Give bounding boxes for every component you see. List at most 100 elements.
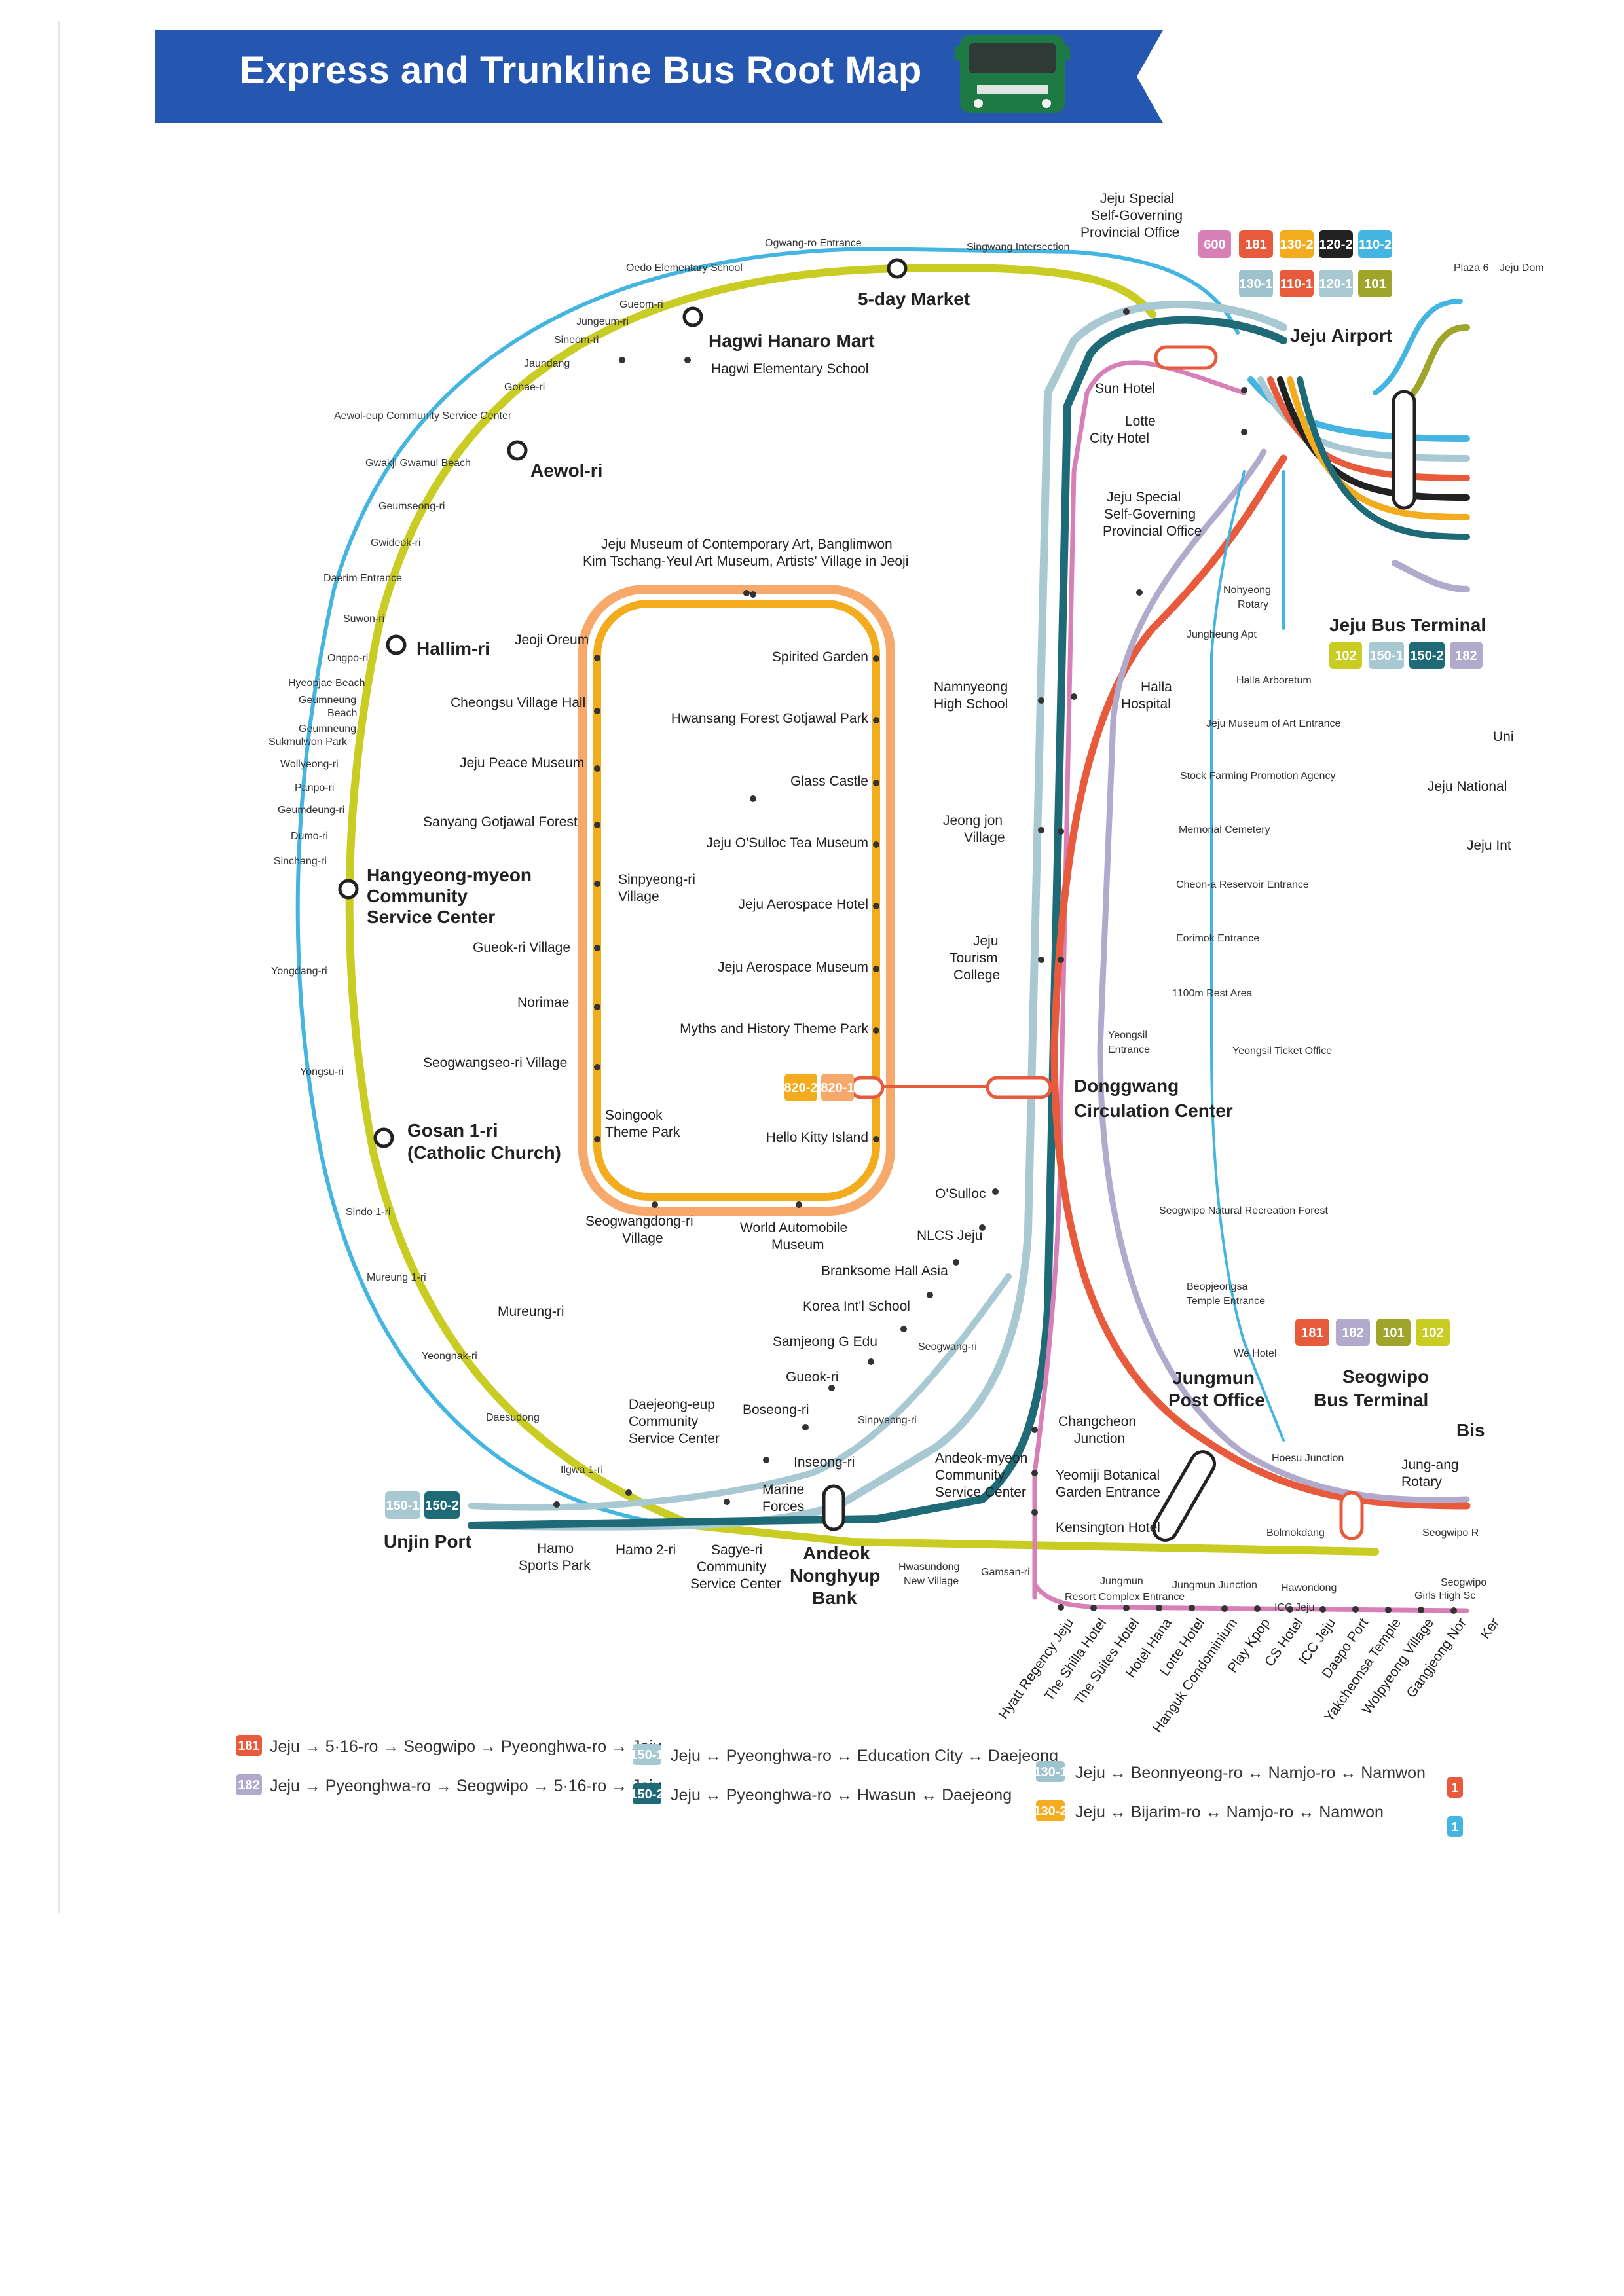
svg-text:Sports Park: Sports Park xyxy=(519,1558,591,1573)
svg-text:1: 1 xyxy=(1451,1820,1458,1834)
svg-text:Rotary: Rotary xyxy=(1401,1474,1442,1489)
svg-text:Sinpyeong-ri: Sinpyeong-ri xyxy=(618,872,695,887)
svg-text:Plaza 6: Plaza 6 xyxy=(1454,263,1488,274)
svg-text:182: 182 xyxy=(1342,1326,1363,1340)
svg-text:Jeju ↔ Pyeonghwa-ro ↔ Hwasun ↔: Jeju ↔ Pyeonghwa-ro ↔ Hwasun ↔ Daejeong xyxy=(671,1786,1012,1804)
svg-text:181: 181 xyxy=(1301,1326,1323,1340)
svg-text:Jeju Peace Museum: Jeju Peace Museum xyxy=(460,756,584,771)
svg-text:Daejeong-eup: Daejeong-eup xyxy=(629,1397,715,1412)
station-jeju-airport xyxy=(1156,347,1216,368)
station-5day-market xyxy=(889,260,906,277)
svg-text:120-2: 120-2 xyxy=(1319,238,1352,252)
svg-text:Yongdang-ri: Yongdang-ri xyxy=(271,966,327,977)
svg-text:Nohyeong: Nohyeong xyxy=(1223,585,1271,596)
svg-text:Lotte: Lotte xyxy=(1125,414,1156,429)
svg-text:Jeju ↔ Bijarim-ro ↔ Namjo-ro ↔: Jeju ↔ Bijarim-ro ↔ Namjo-ro ↔ Namwon xyxy=(1075,1803,1384,1821)
svg-text:Branksome Hall Asia: Branksome Hall Asia xyxy=(821,1264,948,1279)
mid-labels: Jeju Special Self-Governing Provincial O… xyxy=(498,191,1202,1592)
svg-text:Spirited Garden: Spirited Garden xyxy=(772,649,868,665)
svg-text:Geumneung: Geumneung xyxy=(299,695,356,706)
svg-text:High School: High School xyxy=(934,697,1008,712)
svg-text:Jeju → Pyeonghwa-ro → Seogwipo: Jeju → Pyeonghwa-ro → Seogwipo → 5·16-ro… xyxy=(270,1777,662,1795)
svg-text:Bank: Bank xyxy=(812,1588,857,1608)
svg-text:150-1: 150-1 xyxy=(1369,649,1403,663)
svg-text:Hamo 2-ri: Hamo 2-ri xyxy=(616,1542,676,1558)
label-hangyeong: Hangyeong-myeon xyxy=(367,865,532,885)
svg-text:Inseong-ri: Inseong-ri xyxy=(794,1455,855,1470)
svg-text:Jeju Special: Jeju Special xyxy=(1100,191,1174,206)
label-hagwi-mart: Hagwi Hanaro Mart xyxy=(709,331,875,351)
svg-text:Seogwipo: Seogwipo xyxy=(1441,1577,1486,1588)
svg-text:820-2: 820-2 xyxy=(784,1081,817,1095)
svg-text:Village: Village xyxy=(964,830,1005,845)
svg-text:Community: Community xyxy=(629,1414,699,1429)
label-jeju-airport: Jeju Airport xyxy=(1290,325,1392,346)
svg-text:Stock Farming Promotion Agency: Stock Farming Promotion Agency xyxy=(1180,771,1335,782)
svg-text:Museum: Museum xyxy=(771,1237,824,1252)
svg-text:Yongsu-ri: Yongsu-ri xyxy=(300,1066,344,1078)
svg-text:Garden Entrance: Garden Entrance xyxy=(1056,1485,1160,1500)
svg-text:Ilgwa 1-ri: Ilgwa 1-ri xyxy=(561,1465,603,1476)
svg-text:Theme Park: Theme Park xyxy=(605,1125,680,1140)
station-aewol xyxy=(509,442,526,459)
svg-text:Korea Int'l School: Korea Int'l School xyxy=(803,1299,910,1314)
svg-text:Yeongsil Ticket Office: Yeongsil Ticket Office xyxy=(1232,1046,1332,1057)
svg-text:Gueom-ri: Gueom-ri xyxy=(619,299,663,310)
label-andeok: Andeok xyxy=(803,1543,870,1563)
svg-text:Hwansang Forest Gotjawal Park: Hwansang Forest Gotjawal Park xyxy=(671,711,869,726)
svg-text:Bolmokdang: Bolmokdang xyxy=(1266,1527,1325,1539)
svg-text:Seogwangseo-ri Village: Seogwangseo-ri Village xyxy=(423,1055,567,1070)
label-hallim: Hallim-ri xyxy=(416,638,490,659)
svg-text:Hwasundong: Hwasundong xyxy=(898,1561,959,1573)
label-jeju-bus-terminal: Jeju Bus Terminal xyxy=(1329,615,1486,635)
svg-text:Provincial Office: Provincial Office xyxy=(1103,524,1202,539)
station-hagwi-mart xyxy=(684,308,701,325)
svg-text:Jeju → 5·16-ro → Seogwipo → Py: Jeju → 5·16-ro → Seogwipo → Pyeonghwa-ro… xyxy=(270,1738,662,1756)
svg-text:Hawondong: Hawondong xyxy=(1281,1582,1337,1594)
svg-text:Wollyeong-ri: Wollyeong-ri xyxy=(280,759,339,770)
svg-text:We Hotel: We Hotel xyxy=(1234,1348,1277,1359)
svg-text:182: 182 xyxy=(1455,649,1477,663)
svg-text:Sineom-ri: Sineom-ri xyxy=(554,335,599,346)
svg-text:Sinpyeong-ri: Sinpyeong-ri xyxy=(858,1415,917,1426)
svg-text:Jaundang: Jaundang xyxy=(524,358,570,369)
station-hello-kitty xyxy=(851,1078,883,1097)
svg-text:O'Sulloc: O'Sulloc xyxy=(935,1186,986,1201)
svg-text:Glass Castle: Glass Castle xyxy=(790,774,868,789)
svg-text:150-1: 150-1 xyxy=(630,1748,663,1762)
svg-text:Jung-ang: Jung-ang xyxy=(1401,1457,1459,1472)
svg-text:Gwakji Gwamul Beach: Gwakji Gwamul Beach xyxy=(365,458,471,469)
svg-text:Jeju Int: Jeju Int xyxy=(1467,838,1511,853)
label-5day-market: 5-day Market xyxy=(858,289,970,309)
svg-text:Eorimok Entrance: Eorimok Entrance xyxy=(1176,933,1259,944)
svg-text:Community: Community xyxy=(367,886,468,906)
svg-text:182: 182 xyxy=(238,1778,259,1793)
svg-text:Jeju O'Sulloc Tea Museum: Jeju O'Sulloc Tea Museum xyxy=(706,835,868,850)
label-gosan: Gosan 1-ri xyxy=(407,1120,498,1140)
svg-text:Jeju ↔ Beonnyeong-ro ↔ Namjo-r: Jeju ↔ Beonnyeong-ro ↔ Namjo-ro ↔ Namwon xyxy=(1075,1764,1426,1782)
svg-text:110-2: 110-2 xyxy=(1359,238,1392,252)
svg-text:Seogwangdong-ri: Seogwangdong-ri xyxy=(585,1214,693,1229)
station-seogwipo xyxy=(1341,1493,1362,1539)
svg-text:Circulation Center: Circulation Center xyxy=(1074,1101,1233,1121)
svg-text:Changcheon: Changcheon xyxy=(1058,1414,1136,1429)
svg-text:101: 101 xyxy=(1364,277,1386,291)
svg-text:Yeongnak-ri: Yeongnak-ri xyxy=(422,1351,477,1362)
svg-text:130-2: 130-2 xyxy=(1033,1804,1067,1819)
svg-text:Soingook: Soingook xyxy=(605,1108,663,1123)
svg-text:1: 1 xyxy=(1451,1781,1458,1795)
svg-text:Gueok-ri Village: Gueok-ri Village xyxy=(473,940,570,955)
svg-text:Jungmun Junction: Jungmun Junction xyxy=(1172,1580,1257,1591)
svg-text:Yeomiji Botanical: Yeomiji Botanical xyxy=(1056,1468,1160,1483)
station-hallim xyxy=(388,636,405,653)
svg-text:Hoesu Junction: Hoesu Junction xyxy=(1272,1453,1344,1464)
svg-text:Sun Hotel: Sun Hotel xyxy=(1095,381,1155,396)
svg-text:Jeju ↔ Pyeonghwa-ro ↔ Educatio: Jeju ↔ Pyeonghwa-ro ↔ Education City ↔ D… xyxy=(671,1747,1058,1765)
svg-text:181: 181 xyxy=(1245,238,1266,252)
svg-text:Jeju Aerospace Hotel: Jeju Aerospace Hotel xyxy=(739,897,868,912)
svg-text:Temple Entrance: Temple Entrance xyxy=(1187,1296,1265,1307)
svg-text:Jeju Aerospace Museum: Jeju Aerospace Museum xyxy=(718,960,868,975)
svg-text:Hello Kitty Island: Hello Kitty Island xyxy=(766,1130,868,1145)
svg-text:120-1: 120-1 xyxy=(1319,277,1352,291)
